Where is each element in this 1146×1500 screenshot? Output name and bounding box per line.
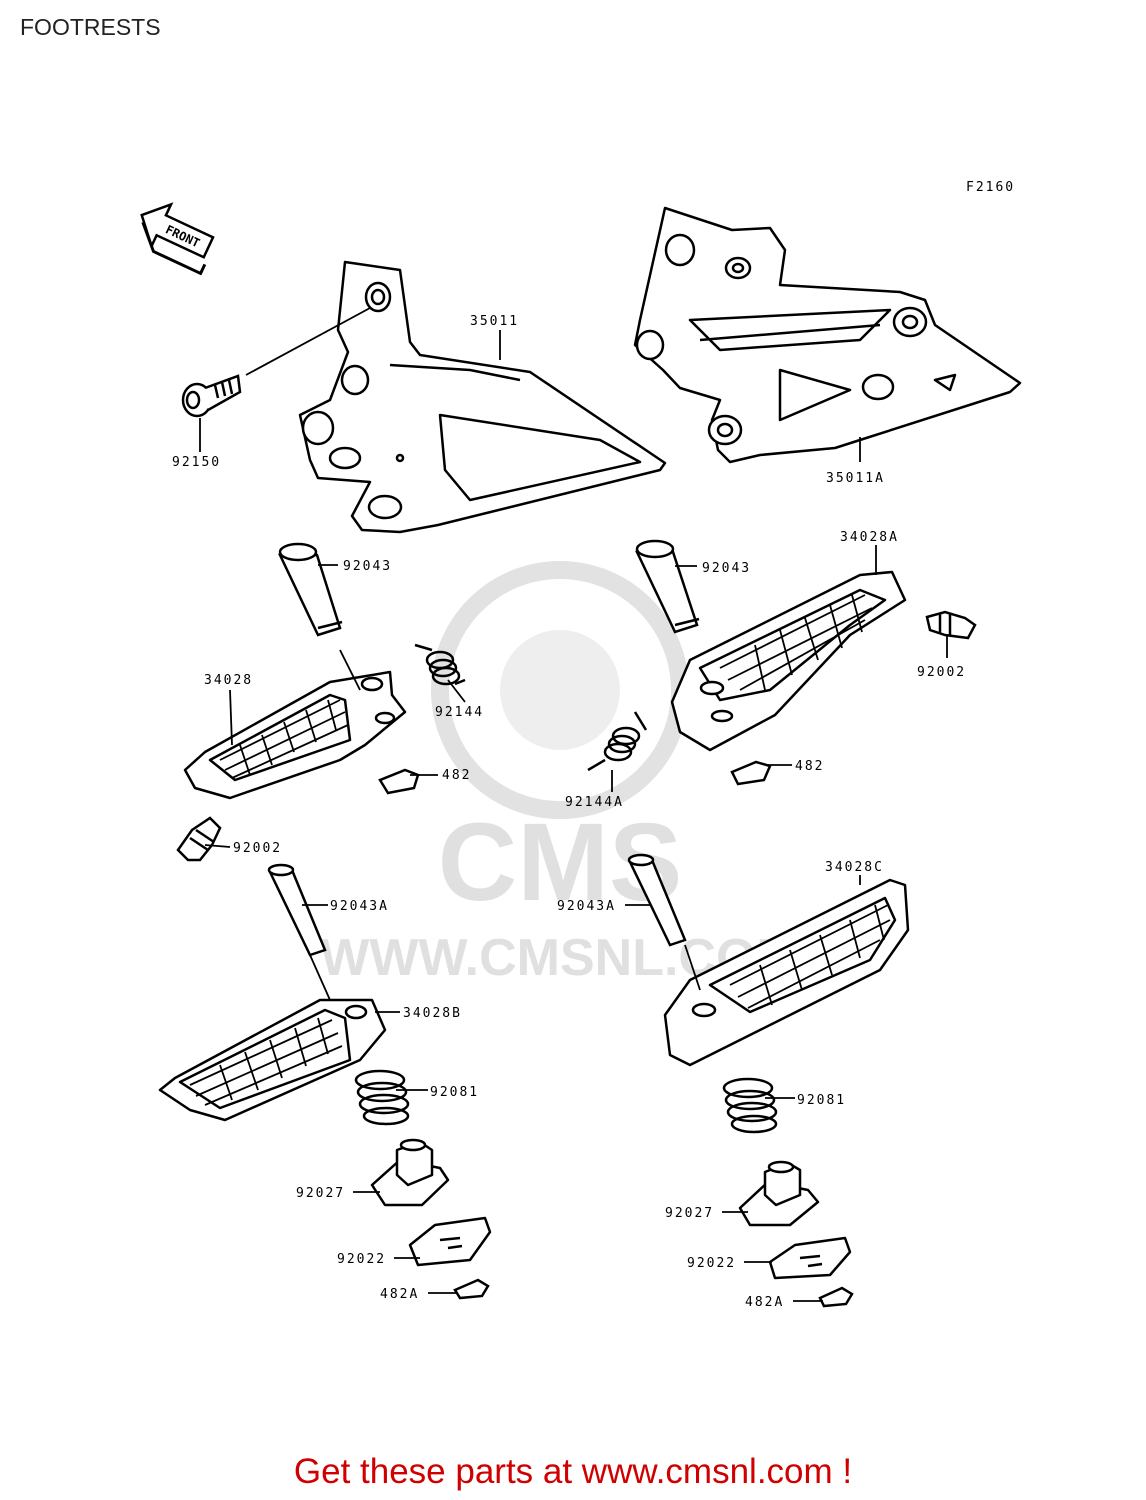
spring-92081-right xyxy=(722,1077,778,1134)
bracket-35011A xyxy=(633,206,1022,464)
spring-92144 xyxy=(414,643,466,686)
part-label-92043-right: 92043 xyxy=(702,561,751,576)
clip-482A-left xyxy=(453,1278,490,1300)
clip-482-right xyxy=(730,760,772,786)
part-label-92081-right: 92081 xyxy=(797,1093,846,1108)
pin-92043A-right xyxy=(627,853,687,947)
part-label-92043A-left: 92043A xyxy=(330,899,389,914)
front-arrow-icon: FRONT xyxy=(140,202,215,276)
part-label-482-right: 482 xyxy=(795,759,824,774)
part-label-92022-left: 92022 xyxy=(337,1252,386,1267)
bolt-92150 xyxy=(181,374,242,418)
spring-92081-left xyxy=(354,1069,410,1126)
part-label-92002-left: 92002 xyxy=(233,841,282,856)
part-label-35011: 35011 xyxy=(470,314,519,329)
pin-92043-right xyxy=(635,539,700,634)
footpeg-34028B xyxy=(158,998,387,1122)
clip-482A-right xyxy=(818,1286,854,1308)
part-label-92027-right: 92027 xyxy=(665,1206,714,1221)
part-label-92002-right: 92002 xyxy=(917,665,966,680)
part-label-92027-left: 92027 xyxy=(296,1186,345,1201)
part-label-482A-right: 482A xyxy=(745,1295,784,1310)
pin-92043-left xyxy=(278,542,343,637)
footpeg-34028 xyxy=(183,670,407,800)
holder-92027-right xyxy=(738,1160,820,1227)
promo-link[interactable]: Get these parts at www.cmsnl.com ! xyxy=(293,1452,853,1491)
page-title: FOOTRESTS xyxy=(20,14,161,40)
part-label-34028C: 34028C xyxy=(825,860,884,875)
part-label-92043A-right: 92043A xyxy=(557,899,616,914)
bracket-35011 xyxy=(298,260,667,534)
figure-code: F2160 xyxy=(966,180,1015,195)
part-label-35011A: 35011A xyxy=(826,471,885,486)
part-label-92043-left: 92043 xyxy=(343,559,392,574)
part-label-92150: 92150 xyxy=(172,455,221,470)
part-label-92144A: 92144A xyxy=(565,795,624,810)
plate-92022-right xyxy=(768,1236,852,1280)
rubber-92002-left xyxy=(176,816,222,862)
part-label-92144: 92144 xyxy=(435,705,484,720)
part-label-34028B: 34028B xyxy=(403,1006,462,1021)
part-label-92081-left: 92081 xyxy=(430,1085,479,1100)
part-label-482A-left: 482A xyxy=(380,1287,419,1302)
part-label-482-left: 482 xyxy=(442,768,471,783)
pin-92043A-left xyxy=(267,863,327,957)
plate-92022-left xyxy=(408,1216,492,1267)
footpeg-34028C xyxy=(663,878,910,1067)
leader-lines xyxy=(199,307,948,1302)
part-label-92022-right: 92022 xyxy=(687,1256,736,1271)
clip-482-left xyxy=(378,768,420,795)
rubber-92002-right xyxy=(925,610,977,640)
footpeg-34028A xyxy=(670,570,907,752)
spring-92144A xyxy=(587,711,648,772)
part-label-34028A: 34028A xyxy=(840,530,899,545)
holder-92027-left xyxy=(370,1138,450,1207)
part-label-34028: 34028 xyxy=(204,673,253,688)
part-labels: 35011 35011A 92150 92043 92043 34028A 34… xyxy=(172,314,966,1310)
